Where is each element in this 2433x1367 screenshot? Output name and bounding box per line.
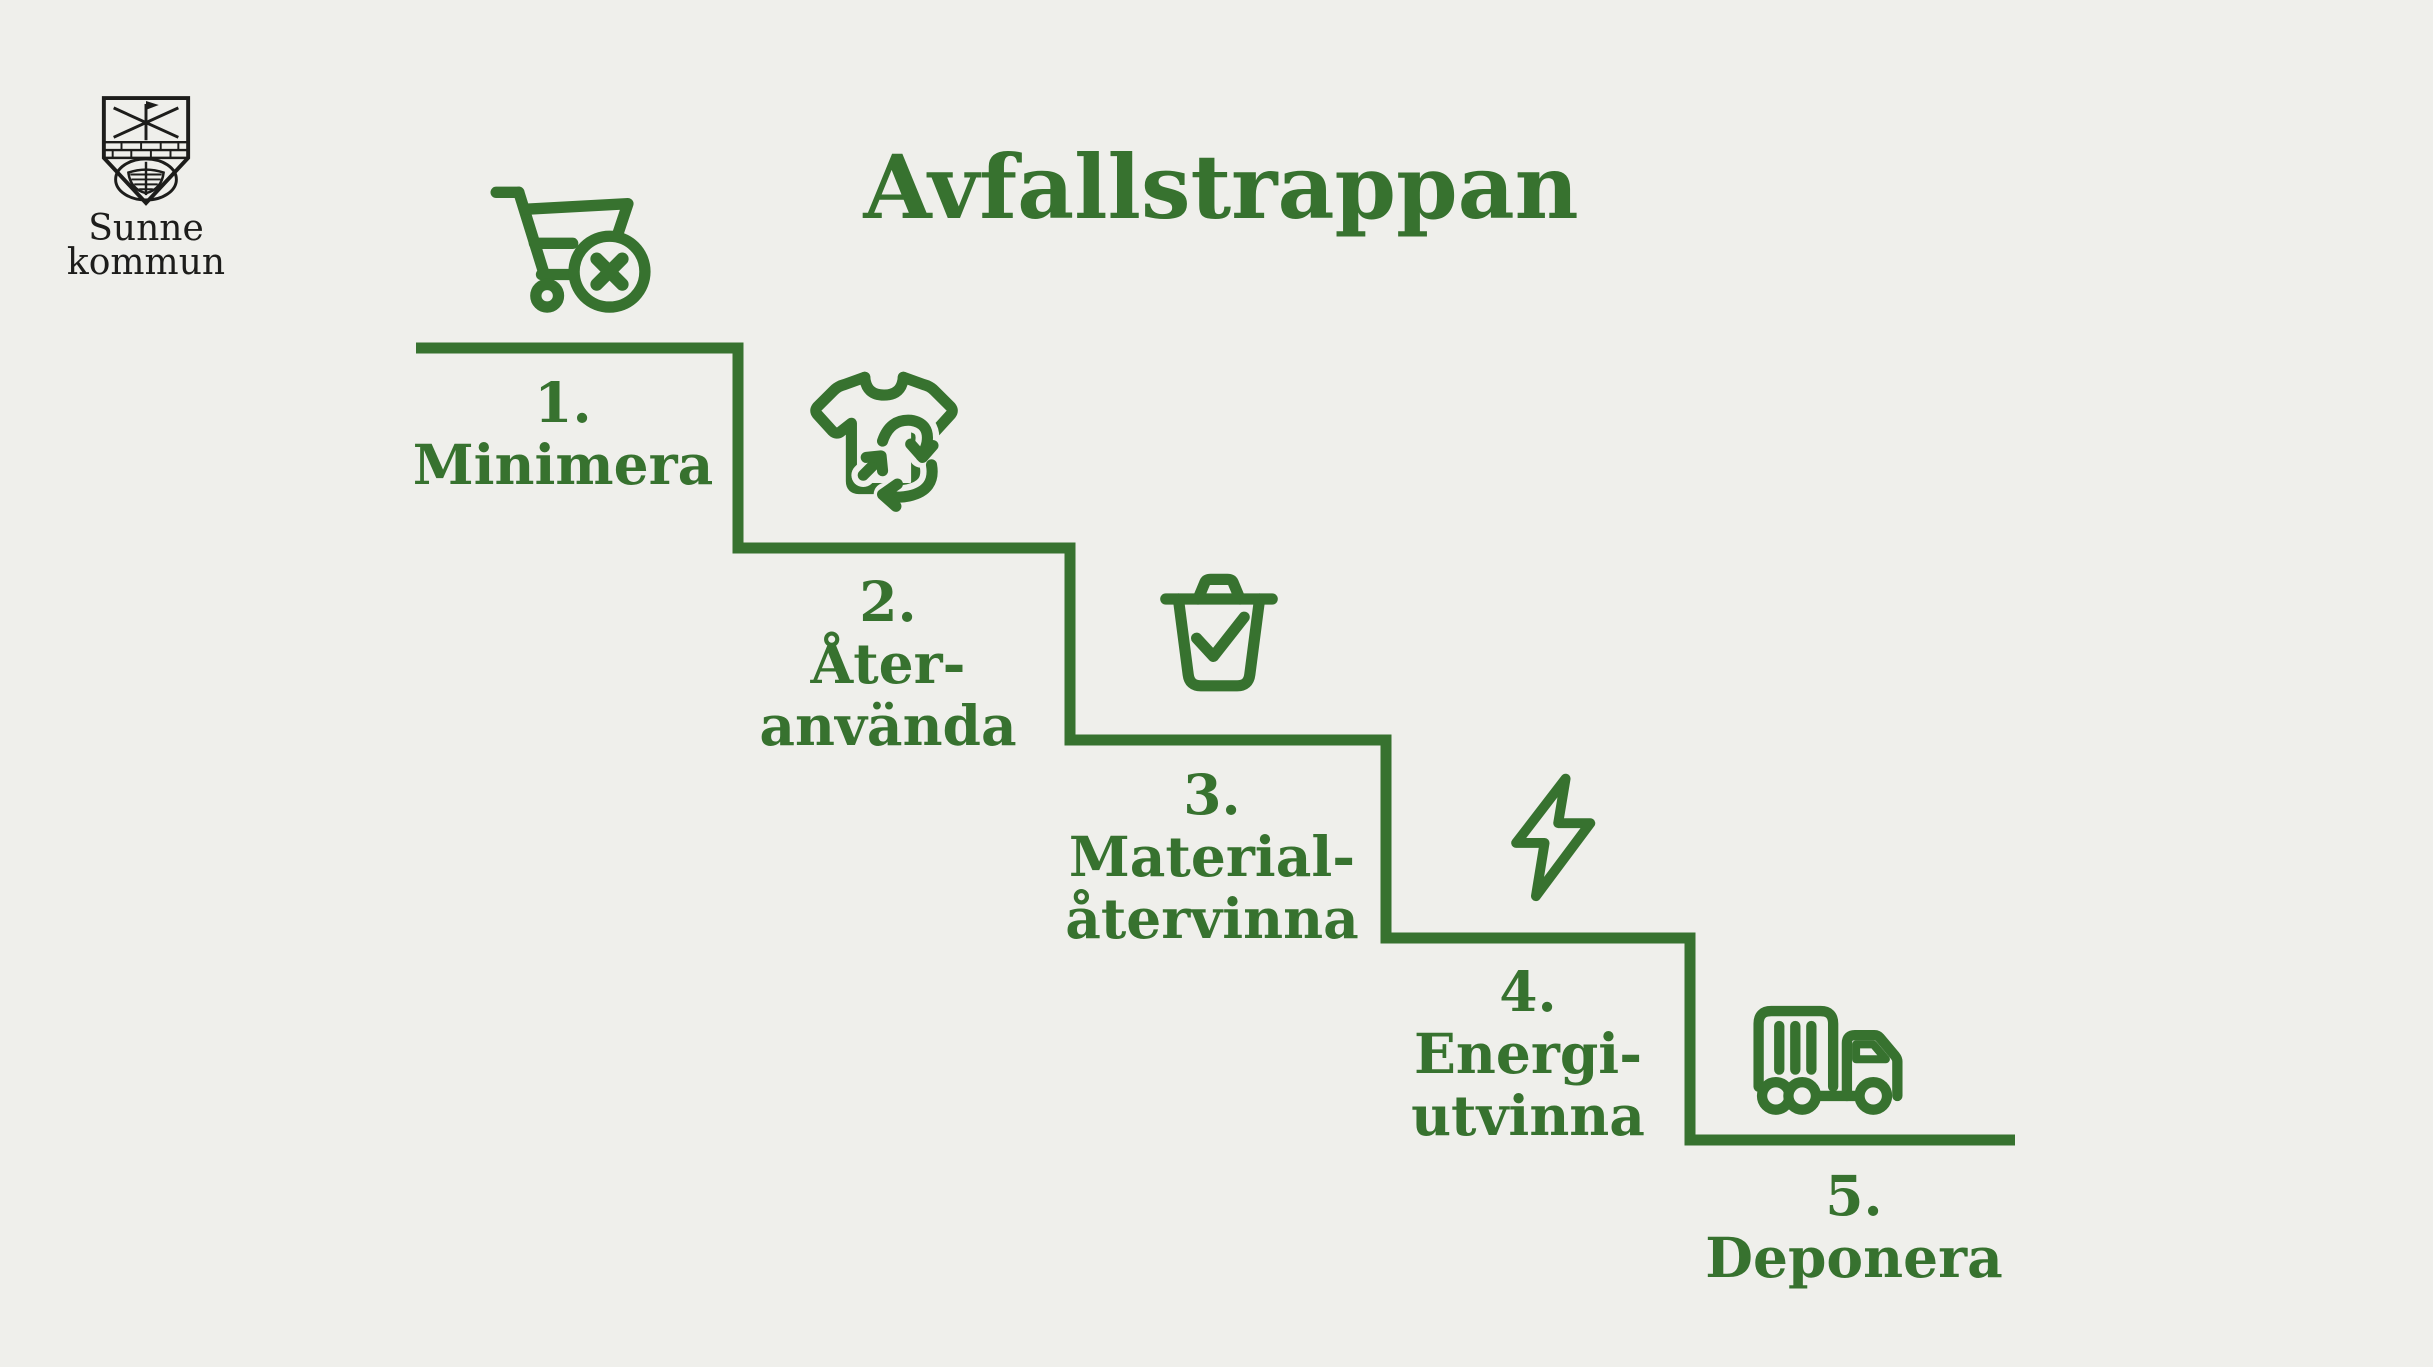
step-4-number: 4. [1499,959,1557,1024]
step-3-label: 3. Material- återvinna [1065,764,1358,950]
logo-line2: kommun [66,242,226,283]
logo-text: Sunne kommun [66,208,226,283]
truck-icon [1753,1005,1903,1115]
step-4-label: 4. Energi- utvinna [1411,961,1645,1147]
step-5-text: Deponera [1705,1225,2003,1290]
step-2-text-line2: använda [759,693,1017,758]
trash-check-icon [1160,573,1278,692]
step-2-label: 2. Åter- använda [759,571,1016,757]
lightning-icon [1511,773,1596,902]
step-3-text-line2: återvinna [1065,886,1359,951]
step-2-text-line1: Åter- [810,631,966,696]
step-3-text-line1: Material- [1068,824,1356,889]
tshirt-recycle-icon [810,371,958,512]
step-5-label: 5. Deponera [1705,1165,2002,1289]
step-3-number: 3. [1183,762,1241,827]
step-4-text-line1: Energi- [1413,1021,1643,1086]
sunne-coat-of-arms-icon [101,96,191,206]
step-1-label: 1. Minimera [413,372,713,496]
step-5-number: 5. [1825,1163,1883,1228]
step-4-text-line2: utvinna [1411,1083,1645,1148]
page-title: Avfallstrappan [863,134,1579,239]
logo-line1: Sunne [88,208,204,249]
step-1-text: Minimera [412,432,714,497]
step-1-number: 1. [534,370,592,435]
step-2-number: 2. [859,569,917,634]
cart-x-icon [490,186,651,313]
